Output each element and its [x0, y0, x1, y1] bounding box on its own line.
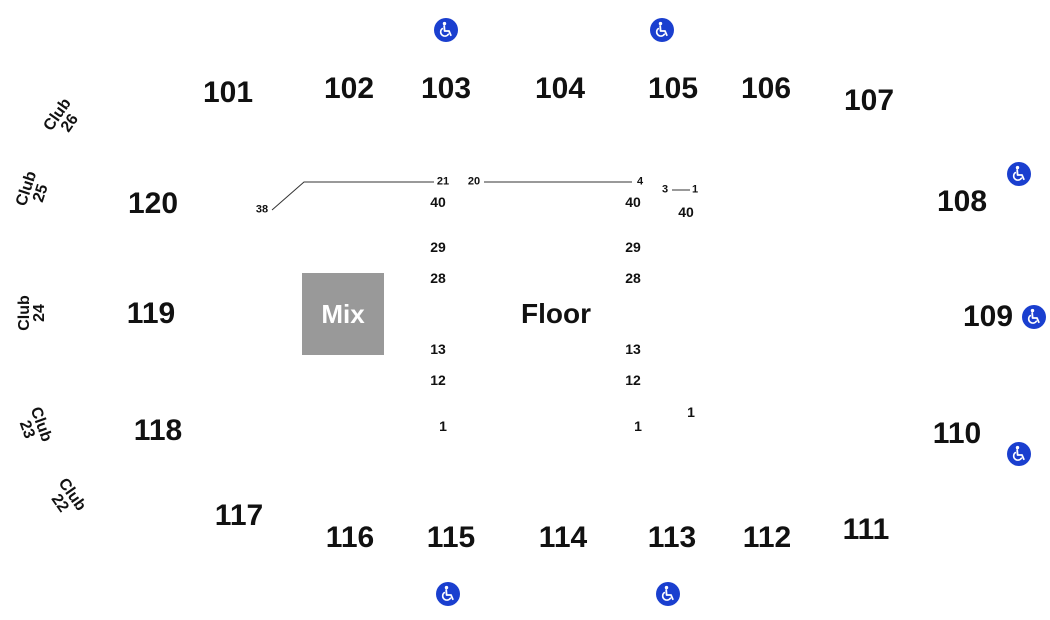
section-115[interactable]: 115	[426, 521, 476, 554]
section-108[interactable]: 108	[936, 185, 988, 218]
row-label: 4	[636, 175, 644, 188]
section-105[interactable]: 105	[647, 72, 699, 105]
section-120[interactable]: 120	[127, 187, 179, 220]
section-119[interactable]: 119	[126, 297, 176, 330]
row-label: 13	[625, 341, 641, 357]
row-label: 28	[625, 270, 641, 286]
wheelchair-icon[interactable]	[1022, 305, 1046, 329]
row-label: 40	[430, 194, 446, 210]
row-label: 3	[661, 183, 669, 196]
section-109[interactable]: 109	[962, 300, 1014, 333]
wheelchair-icon[interactable]	[1007, 442, 1031, 466]
section-116[interactable]: 116	[325, 521, 375, 554]
section-118[interactable]: 118	[133, 414, 183, 447]
club-24-word: Club	[15, 295, 33, 331]
section-112[interactable]: 112	[742, 521, 792, 554]
wheelchair-icon[interactable]	[436, 582, 460, 606]
row-label: 12	[430, 372, 446, 388]
club-24-number: 24	[30, 304, 48, 322]
section-113[interactable]: 113	[647, 521, 697, 554]
row-label: 12	[625, 372, 641, 388]
floor-label[interactable]: Floor	[521, 298, 591, 329]
wheelchair-icon[interactable]	[656, 582, 680, 606]
section-103[interactable]: 103	[420, 72, 472, 105]
club-24[interactable]: Club 24	[15, 295, 48, 331]
row-label: 13	[430, 341, 446, 357]
section-104[interactable]: 104	[534, 72, 586, 105]
row-label: 29	[625, 239, 641, 255]
row-label: 1	[439, 418, 447, 434]
wheelchair-icon[interactable]	[434, 18, 458, 42]
wheelchair-icon[interactable]	[1007, 162, 1031, 186]
section-106[interactable]: 106	[740, 72, 792, 105]
row-label: 40	[678, 204, 694, 220]
row-label: 28	[430, 270, 446, 286]
section-114[interactable]: 114	[538, 521, 588, 554]
section-110[interactable]: 110	[932, 417, 982, 450]
row-label: 40	[625, 194, 641, 210]
row-label: 20	[467, 175, 481, 188]
row-label: 21	[436, 175, 450, 188]
section-117[interactable]: 117	[214, 499, 264, 532]
left-row-line	[271, 181, 434, 211]
row-label: 1	[691, 183, 699, 196]
section-111[interactable]: 111	[842, 513, 890, 546]
section-102[interactable]: 102	[323, 72, 375, 105]
row-label: 29	[430, 239, 446, 255]
section-101[interactable]: 101	[202, 76, 254, 109]
wheelchair-icon[interactable]	[650, 18, 674, 42]
mix-booth: Mix	[302, 273, 384, 355]
row-label: 1	[634, 418, 642, 434]
section-107[interactable]: 107	[843, 84, 895, 117]
row-label: 1	[687, 404, 695, 420]
row-label: 38	[255, 203, 269, 216]
